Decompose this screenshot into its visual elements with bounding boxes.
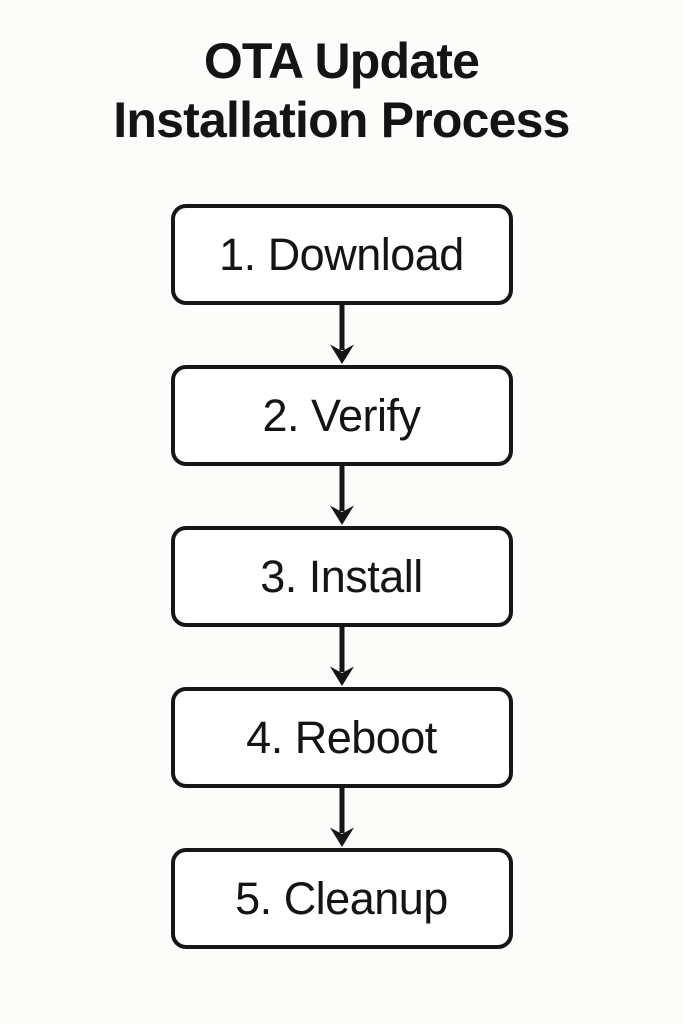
flow-node-download-label: 1. Download bbox=[219, 228, 464, 280]
flowchart: 1. Download 2. Verify 3. Install 4. Rebo… bbox=[170, 204, 513, 949]
diagram-title: OTA Update Installation Process bbox=[113, 32, 570, 150]
flow-node-verify: 2. Verify bbox=[170, 365, 513, 466]
flow-node-reboot: 4. Reboot bbox=[170, 687, 513, 788]
flow-node-verify-label: 2. Verify bbox=[262, 389, 421, 441]
flow-node-cleanup-label: 5. Cleanup bbox=[235, 872, 448, 924]
flow-node-install: 3. Install bbox=[170, 526, 513, 627]
flow-node-reboot-label: 4. Reboot bbox=[246, 711, 437, 763]
diagram-title-line-1: OTA Update bbox=[203, 33, 480, 89]
arrow-down-icon bbox=[329, 466, 354, 525]
arrow-down-icon bbox=[329, 627, 354, 686]
diagram-title-line-2: Installation Process bbox=[113, 92, 570, 148]
flow-node-cleanup: 5. Cleanup bbox=[170, 848, 513, 949]
arrow-down-icon bbox=[329, 305, 354, 364]
arrow-down-icon bbox=[329, 788, 354, 847]
flow-node-download: 1. Download bbox=[170, 204, 513, 305]
flow-node-install-label: 3. Install bbox=[260, 550, 423, 602]
